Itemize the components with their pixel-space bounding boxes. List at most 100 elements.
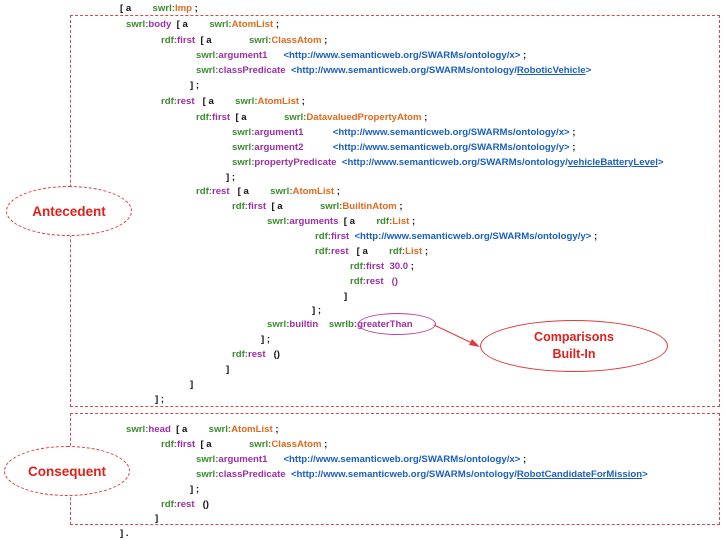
code-token: arguments: [289, 216, 339, 227]
code-line: swrl:argument1 <http://www.semanticweb.o…: [196, 50, 526, 62]
code-token: rest: [211, 186, 230, 197]
code-token: <http://www.semanticweb.org/SWARMs/ontol…: [290, 65, 517, 76]
consequent-label: Consequent: [4, 446, 130, 496]
code-token: swrl:: [126, 19, 149, 30]
code-token: rest: [247, 349, 266, 360]
code-line: ]: [190, 379, 193, 391]
code-token: first: [176, 439, 196, 450]
code-token: [ a: [120, 3, 153, 14]
code-token: [ a: [348, 246, 390, 257]
code-token: ;: [520, 454, 527, 465]
code-token: ] ;: [261, 334, 271, 345]
code-line: rdf:rest [ a swrl:AtomList ;: [161, 96, 305, 108]
code-token: ;: [421, 112, 428, 123]
code-token: rdf:: [161, 96, 177, 107]
code-line: swrl:head [ a swrl:AtomList ;: [126, 424, 279, 436]
code-token: BuiltinAtom: [342, 201, 397, 212]
code-line: rdf:first 30.0 ;: [350, 261, 414, 273]
code-token: rdf:: [196, 186, 212, 197]
code-token: first: [211, 112, 231, 123]
code-token: [303, 142, 332, 153]
code-token: [303, 127, 332, 138]
code-token: swrl:: [196, 469, 219, 480]
code-token: swrl:: [270, 186, 293, 197]
comparisons-builtin-label: Comparisons Built-In: [480, 320, 668, 372]
code-token: ] ;: [190, 484, 200, 495]
code-token: [384, 276, 392, 287]
code-token: [267, 50, 283, 61]
code-line: ] ;: [312, 305, 321, 317]
code-token: ;: [569, 142, 576, 153]
code-token: ClassAtom: [271, 35, 322, 46]
code-line: rdf:rest [ a swrl:AtomList ;: [196, 186, 340, 198]
code-token: rest: [176, 96, 195, 107]
code-line: ] .: [120, 528, 129, 540]
code-line: swrl:body [ a swrl:AtomList ;: [126, 19, 279, 31]
builtin-text: Built-In: [552, 347, 596, 361]
code-token: swrl:: [319, 201, 343, 212]
code-token: <http://www.semanticweb.org/SWARMs/ontol…: [332, 127, 570, 138]
code-token: >: [642, 469, 648, 480]
greaterthan-highlight: [358, 313, 436, 335]
code-token: ;: [520, 50, 527, 61]
code-token: ;: [422, 246, 429, 257]
code-token: (): [194, 499, 209, 510]
code-token: ] ;: [312, 305, 322, 316]
code-token: swrl:: [196, 454, 219, 465]
code-line: swrl:argument1 <http://www.semanticweb.o…: [232, 127, 576, 139]
code-token: ]: [344, 291, 348, 302]
code-token: (): [391, 276, 398, 287]
code-token: ;: [272, 424, 279, 435]
code-token: rdf:: [350, 276, 366, 287]
antecedent-text: Antecedent: [32, 203, 106, 219]
code-token: (): [265, 349, 280, 360]
code-token: argument1: [254, 127, 304, 138]
code-line: rdf:rest (): [350, 276, 398, 288]
code-token: swrl:: [196, 50, 219, 61]
code-token: rdf:: [389, 246, 406, 257]
code-token: [ a: [230, 112, 284, 123]
code-token: swrl:: [267, 319, 290, 330]
code-line: rdf:rest [ a rdf:List ;: [315, 246, 428, 258]
code-line: ]: [155, 513, 158, 525]
code-token: rdf:: [350, 261, 366, 272]
code-line: [ a swrl:Imp ;: [120, 3, 198, 15]
code-token: >: [585, 65, 592, 76]
code-line: swrl:propertyPredicate <http://www.seman…: [232, 157, 664, 169]
code-token: first: [330, 231, 350, 242]
code-token: AtomList: [257, 96, 300, 107]
code-token: [318, 319, 329, 330]
code-token: vehicleBatteryLevel: [567, 157, 658, 168]
code-token: [ a: [194, 96, 236, 107]
code-token: AtomList: [231, 19, 274, 30]
code-line: ] ;: [190, 80, 199, 92]
code-token: propertyPredicate: [254, 157, 337, 168]
code-token: swrl:: [267, 216, 290, 227]
code-token: ]: [226, 364, 230, 375]
code-token: ] ;: [155, 394, 165, 405]
code-line: rdf:first [ a swrl:ClassAtom ;: [161, 35, 327, 47]
code-token: swrl:: [235, 96, 258, 107]
code-token: rdf:: [161, 499, 177, 510]
code-token: ;: [321, 439, 328, 450]
code-token: first: [365, 261, 385, 272]
code-token: swrlb: [328, 319, 354, 330]
code-line: rdf:rest (): [232, 349, 280, 361]
code-token: 30.0: [389, 261, 409, 272]
code-token: <http://www.semanticweb.org/SWARMs/ontol…: [283, 454, 521, 465]
code-token: head: [148, 424, 171, 435]
antecedent-label: Antecedent: [6, 186, 132, 236]
code-token: [ a: [170, 424, 209, 435]
code-token: classPredicate: [218, 65, 286, 76]
code-token: ;: [299, 96, 305, 107]
code-token: classPredicate: [218, 469, 286, 480]
code-token: <http://www.semanticweb.org/SWARMs/ontol…: [341, 157, 568, 168]
code-token: RoboticVehicle: [516, 65, 586, 76]
code-token: [ a: [195, 35, 249, 46]
code-token: rest: [176, 499, 195, 510]
code-token: rest: [365, 276, 384, 287]
code-line: ] ;: [155, 394, 164, 406]
code-token: swrl:: [152, 3, 175, 14]
code-token: first: [247, 201, 267, 212]
